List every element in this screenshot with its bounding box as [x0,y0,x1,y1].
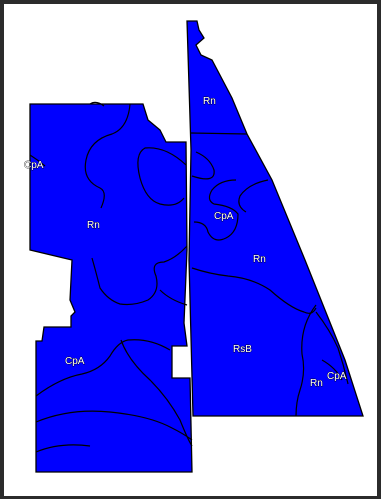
soil-boundaries [29,101,349,453]
label-west-cpa-bottom: CpA [65,356,85,367]
label-west-rn: Rn [87,220,100,231]
label-west-cpa-left: CpA [24,160,44,171]
label-east-rsb: RsB [233,344,252,355]
label-east-rn-bottom: Rn [310,378,323,389]
label-east-rn-top: Rn [203,96,216,107]
label-east-cpa-bottom: CpA [327,371,347,382]
label-east-cpa-mid: CpA [214,211,234,222]
west-parcel[interactable] [29,103,193,473]
label-east-rn-mid: Rn [253,254,266,265]
soil-labels: CpA Rn CpA Rn CpA Rn RsB Rn CpA [24,96,347,390]
